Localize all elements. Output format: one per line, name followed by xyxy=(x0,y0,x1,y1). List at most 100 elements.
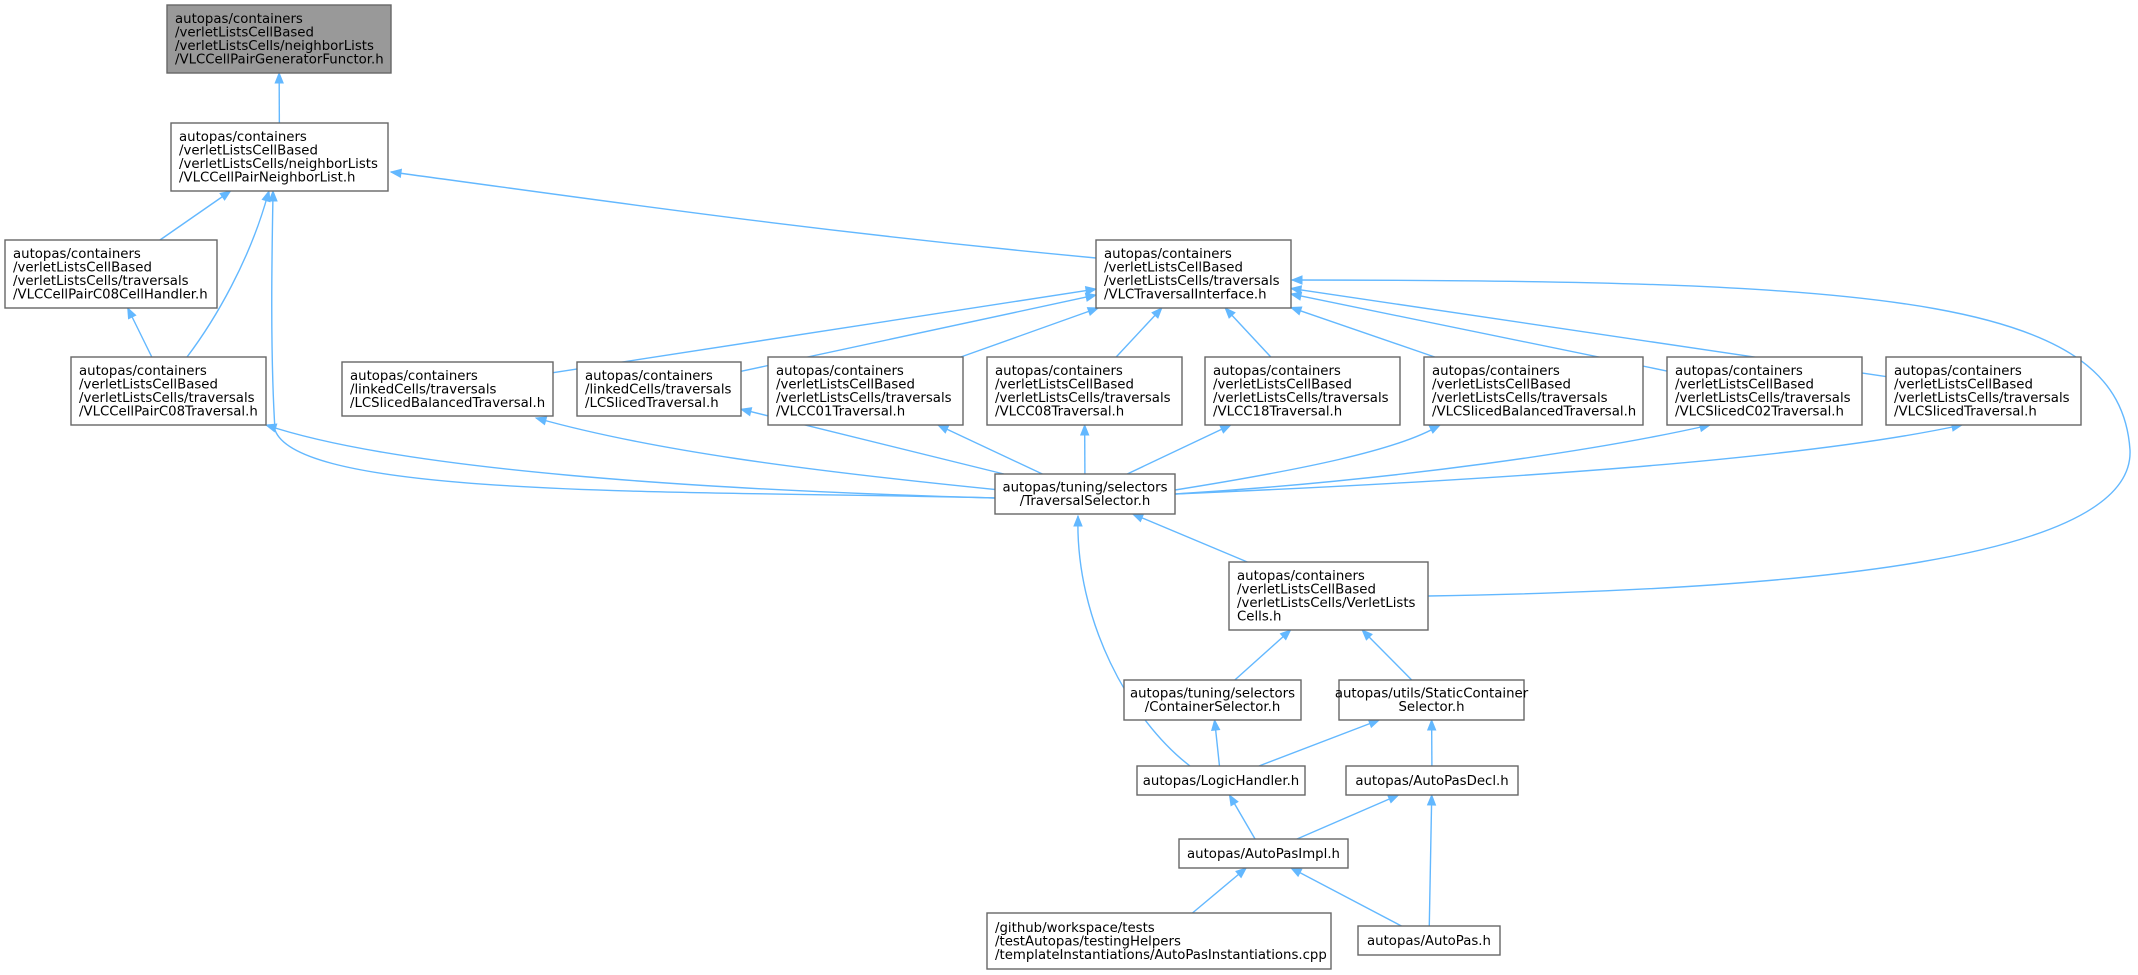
node-box xyxy=(1204,356,1401,426)
node-label-line: /verletListsCells/traversals xyxy=(13,274,189,289)
graph-node[interactable]: autopas/containers/linkedCells/traversal… xyxy=(341,361,554,417)
graph-node[interactable]: autopas/containers/verletListsCellBased/… xyxy=(1204,356,1401,426)
node-label-line: /verletListsCells/traversals xyxy=(1894,391,2070,406)
node-box xyxy=(170,122,389,192)
node-label-line: autopas/containers xyxy=(1104,247,1232,262)
edge-n13-to-n11 xyxy=(1174,422,1712,495)
node-label-line: /verletListsCells/traversals xyxy=(776,391,952,406)
edge-n16-to-n14 xyxy=(1361,629,1413,681)
node-box xyxy=(986,356,1183,426)
root-node[interactable]: autopas/containers/verletListsCellBased /… xyxy=(166,4,392,74)
graph-node[interactable]: autopas/LogicHandler.h xyxy=(1136,765,1306,796)
node-label-line: autopas/containers xyxy=(585,369,713,384)
nodes-layer: autopas/containers/verletListsCellBased/… xyxy=(4,4,2082,970)
graph-node[interactable]: autopas/containers/verletListsCellBased/… xyxy=(1885,356,2082,426)
edge-n13-to-n10 xyxy=(1174,424,1442,491)
node-label-line: /verletListsCells/traversals xyxy=(1213,391,1389,406)
graph-node[interactable]: autopas/containers/verletListsCellBased/… xyxy=(986,356,1183,426)
graph-node[interactable]: autopas/containers/verletListsCellBased/… xyxy=(1228,561,1429,631)
node-box xyxy=(1357,925,1501,956)
edge-n13-to-n9 xyxy=(1126,424,1232,475)
graph-node[interactable]: autopas/containers/verletListsCellBased/… xyxy=(70,356,267,426)
edge-n18-to-n16 xyxy=(1426,718,1437,767)
edge-n21-to-n18 xyxy=(1426,793,1437,927)
node-box xyxy=(994,473,1176,515)
node-box xyxy=(1228,561,1429,631)
node-label-line: /verletListsCellBased xyxy=(13,261,152,276)
node-label-line: Cells.h xyxy=(1237,610,1281,625)
node-label-line: /linkedCells/traversals xyxy=(350,382,497,397)
graph-node[interactable]: autopas/AutoPas.h xyxy=(1357,925,1501,956)
node-label-line: /VLCSlicedBalancedTraversal.h xyxy=(1432,405,1636,420)
node-label-line: autopas/AutoPas.h xyxy=(1367,934,1491,949)
graph-node[interactable]: autopas/AutoPasDecl.h xyxy=(1345,765,1519,796)
node-label-line: /github/workspace/tests xyxy=(995,921,1155,936)
graph-node[interactable]: autopas/tuning/selectors/ContainerSelect… xyxy=(1123,679,1302,721)
edge-n9-to-n4 xyxy=(1224,307,1272,358)
node-label-line: Selector.h xyxy=(1398,700,1464,715)
node-label-line: /verletListsCells/VerletLists xyxy=(1237,596,1416,611)
node-label-line: autopas/containers xyxy=(1894,364,2022,379)
node-label-line: autopas/containers xyxy=(79,364,207,379)
edge-n13-to-n1 xyxy=(268,189,996,499)
edge-n13-to-n12 xyxy=(1174,422,1964,495)
node-label-line: autopas/AutoPasImpl.h xyxy=(1187,847,1340,862)
node-box xyxy=(1666,356,1863,426)
edge-n19-to-n17 xyxy=(1228,793,1256,840)
graph-node[interactable]: /github/workspace/tests/testAutopas/test… xyxy=(986,912,1332,970)
edge-n2-to-n1 xyxy=(159,190,232,241)
graph-node[interactable]: autopas/tuning/selectors/TraversalSelect… xyxy=(994,473,1176,515)
node-label-line: /VLCCellPairC08CellHandler.h xyxy=(13,288,208,303)
edge-n5-to-n4 xyxy=(552,285,1098,374)
node-box xyxy=(576,361,742,417)
edge-n14-to-n4 xyxy=(1290,275,2131,597)
node-label-line: /verletListsCells/neighborLists xyxy=(179,157,378,172)
graph-node[interactable]: autopas/containers/verletListsCellBased/… xyxy=(1095,239,1292,309)
graph-node[interactable]: autopas/containers/verletListsCellBased/… xyxy=(767,356,964,426)
edge-n3-to-n2 xyxy=(127,306,153,358)
graph-node[interactable]: autopas/containers/linkedCells/traversal… xyxy=(576,361,742,417)
graph-node[interactable]: autopas/containers/verletListsCellBased/… xyxy=(1423,356,1644,426)
node-label-line: /VLCCellPairGeneratorFunctor.h xyxy=(175,53,384,68)
node-label-line: autopas/containers xyxy=(776,364,904,379)
edge-n19-to-n18 xyxy=(1296,794,1400,840)
node-box xyxy=(1136,765,1306,796)
node-label-line: /verletListsCells/traversals xyxy=(995,391,1171,406)
node-label-line: autopas/utils/StaticContainer xyxy=(1335,687,1529,702)
node-box xyxy=(1123,679,1302,721)
node-label-line: autopas/containers xyxy=(1237,569,1365,584)
edge-n1-to-n0 xyxy=(274,71,284,124)
edge-n13-to-n7 xyxy=(936,424,1043,475)
node-label-line: autopas/tuning/selectors xyxy=(1130,687,1295,702)
graph-node[interactable]: autopas/containers/verletListsCellBased/… xyxy=(170,122,389,192)
node-label-line: /verletListsCellBased xyxy=(1213,378,1352,393)
node-label-line: /verletListsCellBased xyxy=(175,26,314,41)
node-label-line: autopas/containers xyxy=(175,12,303,27)
node-label-line: /verletListsCellBased xyxy=(79,378,218,393)
node-label-line: /linkedCells/traversals xyxy=(585,382,732,397)
graph-node[interactable]: autopas/containers/verletListsCellBased/… xyxy=(1666,356,1863,426)
node-label-line: /VLCC08Traversal.h xyxy=(995,405,1124,420)
node-label-line: /VLCSlicedTraversal.h xyxy=(1894,405,2037,420)
node-box xyxy=(166,4,392,74)
node-label-line: /VLCC18Traversal.h xyxy=(1213,405,1342,420)
graph-node[interactable]: autopas/containers/verletListsCellBased/… xyxy=(4,239,218,309)
node-label-line: autopas/containers xyxy=(1213,364,1341,379)
node-label-line: /testAutopas/testingHelpers xyxy=(995,934,1181,949)
graph-node[interactable]: autopas/AutoPasImpl.h xyxy=(1178,838,1349,869)
edge-n17-to-n15 xyxy=(1211,718,1221,767)
edge-n8-to-n4 xyxy=(1115,307,1163,358)
edge-n15-to-n14 xyxy=(1234,629,1292,681)
node-label-line: /VLCSlicedC02Traversal.h xyxy=(1675,405,1844,420)
node-label-line: /verletListsCells/traversals xyxy=(1675,391,1851,406)
node-label-line: /verletListsCellBased xyxy=(776,378,915,393)
node-label-line: /verletListsCells/traversals xyxy=(1104,274,1280,289)
edge-n17-to-n16 xyxy=(1258,719,1381,767)
node-box xyxy=(1885,356,2082,426)
node-label-line: /LCSlicedTraversal.h xyxy=(585,396,719,411)
edge-n17-to-n13 xyxy=(1073,514,1191,767)
node-box xyxy=(1423,356,1644,426)
node-box xyxy=(70,356,267,426)
node-label-line: autopas/LogicHandler.h xyxy=(1143,774,1299,789)
